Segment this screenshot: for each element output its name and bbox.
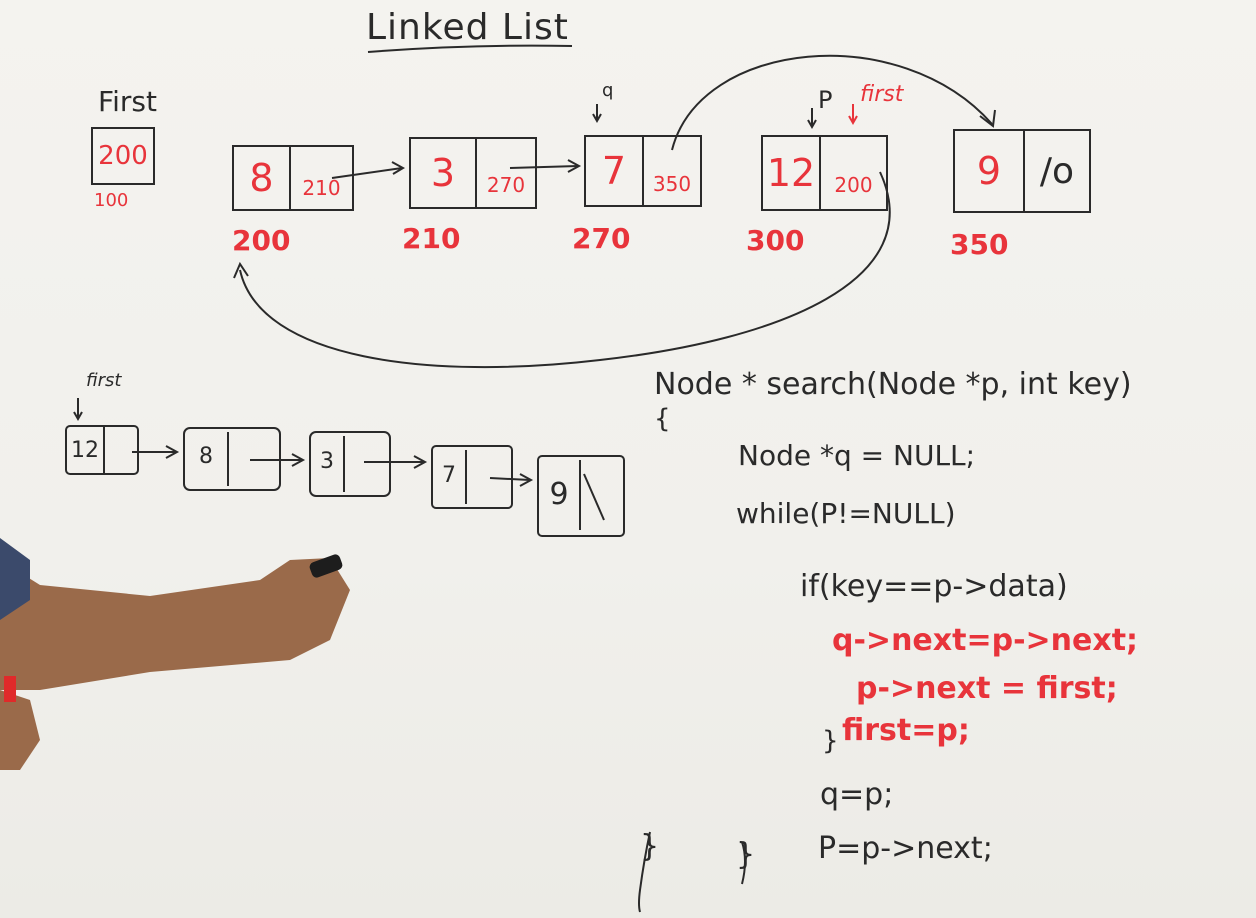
code-line-5: P=p->next; bbox=[818, 831, 993, 866]
node-2-data: 3 bbox=[430, 151, 456, 195]
bottom-node-1 bbox=[65, 425, 139, 475]
p-pointer-label: P bbox=[818, 86, 833, 114]
bottom-node-2-data: 8 bbox=[199, 443, 213, 469]
node-box-1 bbox=[232, 145, 354, 211]
first-address: 100 bbox=[94, 190, 129, 211]
bottom-node-5-data: 9 bbox=[549, 476, 569, 512]
bottom-first-label: first bbox=[86, 370, 122, 391]
code-open-brace: { bbox=[654, 404, 671, 434]
bottom-node-3 bbox=[309, 431, 391, 497]
code-red-1: q->next=p->next; bbox=[832, 623, 1139, 658]
code-signature: Node * search(Node *p, int key) bbox=[654, 367, 1132, 402]
node-2-next: 270 bbox=[486, 173, 526, 197]
code-red-3: first=p; bbox=[842, 713, 970, 748]
bottom-node-5 bbox=[537, 455, 625, 537]
node-5-address: 350 bbox=[950, 228, 1009, 261]
title-underline bbox=[367, 44, 573, 53]
node-5-next: /o bbox=[1039, 150, 1075, 192]
code-line-4: q=p; bbox=[820, 777, 894, 812]
bottom-node-4 bbox=[431, 445, 513, 509]
node-5-data: 9 bbox=[976, 149, 1002, 193]
node-box-5 bbox=[953, 129, 1091, 213]
node-2-address: 210 bbox=[402, 222, 461, 255]
code-close-if: } bbox=[822, 726, 839, 756]
bottom-node-4-data: 7 bbox=[442, 462, 456, 488]
node-3-data: 7 bbox=[601, 149, 627, 193]
first-box bbox=[91, 127, 155, 185]
q-pointer-label: q bbox=[602, 80, 614, 101]
bottom-node-3-data: 3 bbox=[320, 448, 334, 474]
code-red-2: p->next = first; bbox=[856, 671, 1118, 706]
code-line-1: Node *q = NULL; bbox=[738, 439, 976, 472]
page-title: Linked List bbox=[366, 7, 569, 48]
first-label: First bbox=[98, 85, 157, 118]
code-close-while: } bbox=[736, 837, 756, 872]
code-line-3: if(key==p->data) bbox=[800, 569, 1068, 604]
presenter-hand bbox=[0, 538, 350, 770]
node-4-data: 12 bbox=[766, 151, 816, 195]
code-close-fn: } bbox=[640, 829, 660, 864]
node-3-next: 350 bbox=[652, 172, 692, 196]
node-4-next: 200 bbox=[834, 173, 873, 197]
node-3-address: 270 bbox=[572, 222, 631, 255]
bottom-node-1-data: 12 bbox=[71, 437, 99, 463]
node-box-4 bbox=[761, 135, 888, 211]
first-value: 200 bbox=[98, 141, 148, 171]
node-1-next: 210 bbox=[302, 176, 341, 200]
code-line-2: while(P!=NULL) bbox=[736, 497, 956, 530]
node-box-2 bbox=[409, 137, 537, 209]
node-1-data: 8 bbox=[249, 156, 274, 200]
first-pointer-label: first bbox=[860, 82, 904, 107]
node-1-address: 200 bbox=[232, 224, 291, 257]
node-4-address: 300 bbox=[746, 224, 805, 257]
